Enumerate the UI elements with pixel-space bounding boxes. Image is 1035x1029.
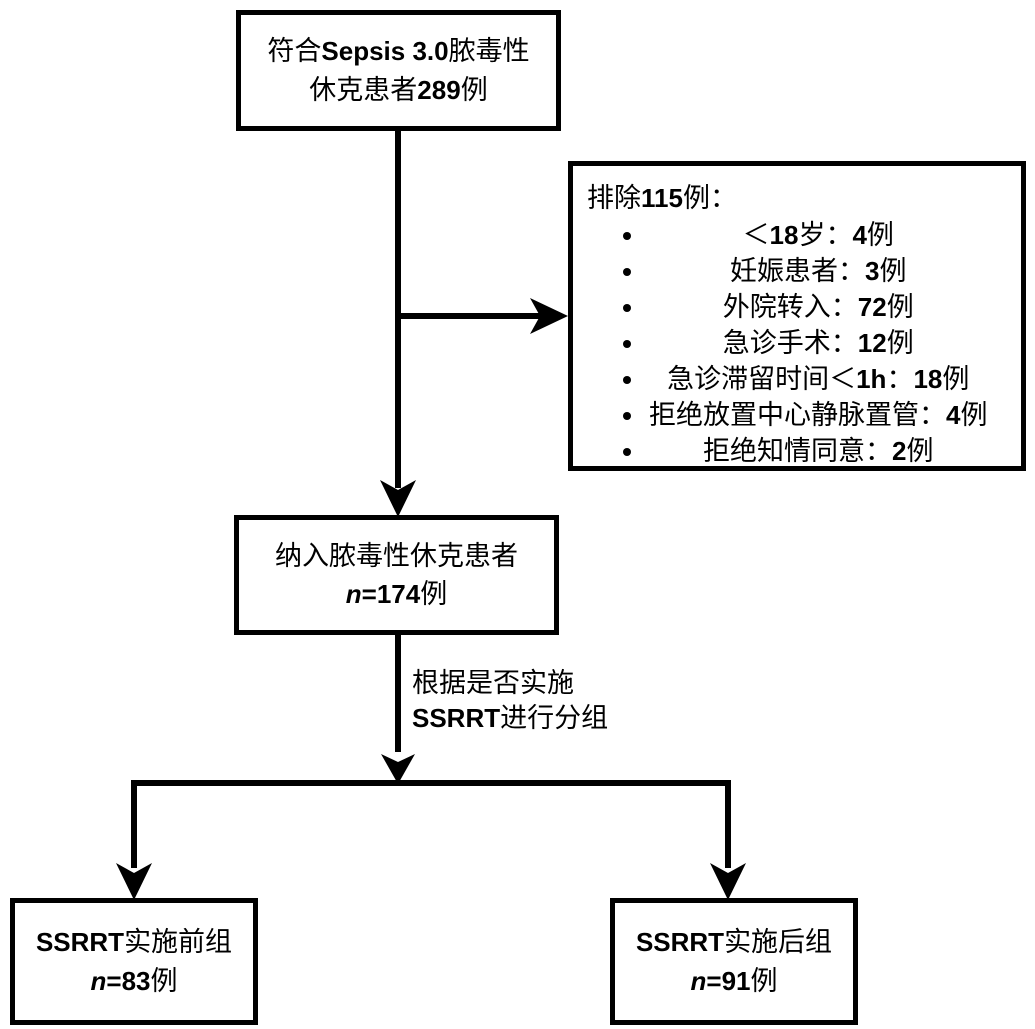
exclusion-reason-text: 拒绝知情同意： — [703, 435, 892, 466]
exclusions-total-count: 115 — [641, 183, 683, 213]
eligible-patients-cn: 休克患者 — [309, 74, 418, 105]
list-item: 拒绝知情同意：2例 — [621, 434, 987, 470]
exclusion-count: 12 — [857, 328, 887, 359]
post-group-n-value: =91 — [706, 965, 751, 996]
list-item: 妊娠患者：3例 — [621, 254, 987, 290]
pre-group-unit-cn: 例 — [150, 965, 178, 996]
exclusion-count: 3 — [865, 256, 880, 287]
exclusion-unit: 例 — [886, 328, 914, 359]
exclusion-reason-prefix: ＜ — [742, 220, 770, 251]
list-item: 拒绝放置中心静脉置管：4例 — [621, 398, 987, 434]
included-unit-cn: 例 — [420, 579, 448, 609]
edge-label-line-1: 根据是否实施 — [412, 668, 574, 698]
exclusion-unit: 例 — [906, 435, 934, 466]
exclusion-count: 4 — [946, 399, 961, 430]
list-item: ＜18岁：4例 — [621, 218, 987, 254]
eligible-suffix-cn: 脓毒性 — [448, 36, 530, 67]
exclusion-unit: 例 — [886, 292, 914, 323]
post-group-ssrrt-label: SSRRT — [635, 927, 725, 958]
arrowhead-to-split — [381, 754, 415, 784]
eligible-prefix-cn: 符合 — [267, 36, 322, 67]
node-included-line-1: 纳入脓毒性休克患者 — [275, 540, 518, 571]
node-post-group-line-1: SSRRT实施后组 — [636, 923, 832, 961]
arrowhead-to-post-group — [710, 863, 746, 900]
exclusion-count: 72 — [857, 292, 887, 323]
node-pre-group-line-1: SSRRT实施前组 — [36, 923, 232, 961]
exclusion-reason-prefix: 急诊滞留时间＜ — [667, 364, 857, 395]
eligible-count: 289 — [417, 74, 461, 105]
exclusions-heading-prefix: 排除 — [587, 183, 641, 213]
included-n-value: =174 — [361, 579, 421, 609]
node-post-group-line-2: n=91例 — [691, 962, 778, 1000]
eligible-criteria-label: Sepsis 3.0 — [321, 36, 449, 67]
list-item: 外院转入：72例 — [621, 290, 987, 326]
pre-group-n-value: =83 — [106, 965, 151, 996]
exclusion-threshold: 1h — [856, 364, 887, 395]
post-group-phase-cn: 实施后组 — [724, 927, 833, 958]
node-included-population: 纳入脓毒性休克患者 n=174例 — [234, 515, 559, 635]
node-included-line-2: n=174例 — [346, 575, 447, 613]
exclusion-unit: 例 — [866, 220, 894, 251]
node-eligible-line-1: 符合Sepsis 3.0脓毒性 — [267, 32, 529, 70]
exclusions-heading-suffix: 例： — [682, 183, 737, 213]
pre-group-n-symbol: n — [90, 965, 107, 996]
edge-label-ssrrt: SSRRT — [412, 702, 501, 733]
eligible-unit-cn: 例 — [460, 74, 488, 105]
pre-group-phase-cn: 实施前组 — [124, 927, 233, 958]
edge-label-grouping-cn: 进行分组 — [500, 702, 609, 733]
exclusion-count: 18 — [913, 364, 943, 395]
arrowhead-to-included — [380, 480, 416, 517]
exclusion-reason-text: ： — [886, 364, 914, 395]
exclusions-heading: 排除115例： — [587, 182, 737, 214]
exclusion-count: 4 — [852, 220, 867, 251]
post-group-n-symbol: n — [690, 965, 707, 996]
exclusion-unit: 例 — [879, 256, 907, 287]
exclusion-count: 2 — [892, 435, 907, 466]
exclusion-reason-text: 急诊手术： — [722, 328, 858, 359]
node-exclusions: 排除115例： ＜18岁：4例 妊娠患者：3例 外院转入：72例 急诊手术：12… — [568, 161, 1026, 471]
exclusion-threshold: 18 — [769, 220, 799, 251]
node-eligible-population: 符合Sepsis 3.0脓毒性 休克患者289例 — [236, 10, 561, 131]
pre-group-ssrrt-label: SSRRT — [35, 927, 125, 958]
node-pre-group-line-2: n=83例 — [91, 962, 178, 1000]
edge-label-grouping: 根据是否实施 SSRRT进行分组 — [412, 666, 608, 735]
node-post-ssrrt-group: SSRRT实施后组 n=91例 — [610, 898, 858, 1025]
node-pre-ssrrt-group: SSRRT实施前组 n=83例 — [10, 898, 258, 1025]
exclusions-list: ＜18岁：4例 妊娠患者：3例 外院转入：72例 急诊手术：12例 急诊滞留时间… — [587, 218, 987, 469]
exclusion-unit: 例 — [942, 364, 970, 395]
edge-label-line-2: SSRRT进行分组 — [412, 701, 608, 736]
exclusion-unit: 例 — [960, 399, 988, 430]
exclusion-reason-text: 外院转入： — [722, 292, 858, 323]
included-n-symbol: n — [345, 579, 362, 609]
exclusion-reason-text: 岁： — [798, 220, 853, 251]
list-item: 急诊手术：12例 — [621, 326, 987, 362]
node-eligible-line-2: 休克患者289例 — [309, 71, 487, 109]
post-group-unit-cn: 例 — [750, 965, 778, 996]
exclusion-reason-text: 拒绝放置中心静脉置管： — [649, 399, 946, 430]
exclusion-reason-text: 妊娠患者： — [730, 256, 865, 287]
arrowhead-to-pre-group — [116, 863, 152, 900]
arrowhead-to-excluded — [530, 298, 568, 334]
list-item: 急诊滞留时间＜1h：18例 — [621, 362, 987, 398]
